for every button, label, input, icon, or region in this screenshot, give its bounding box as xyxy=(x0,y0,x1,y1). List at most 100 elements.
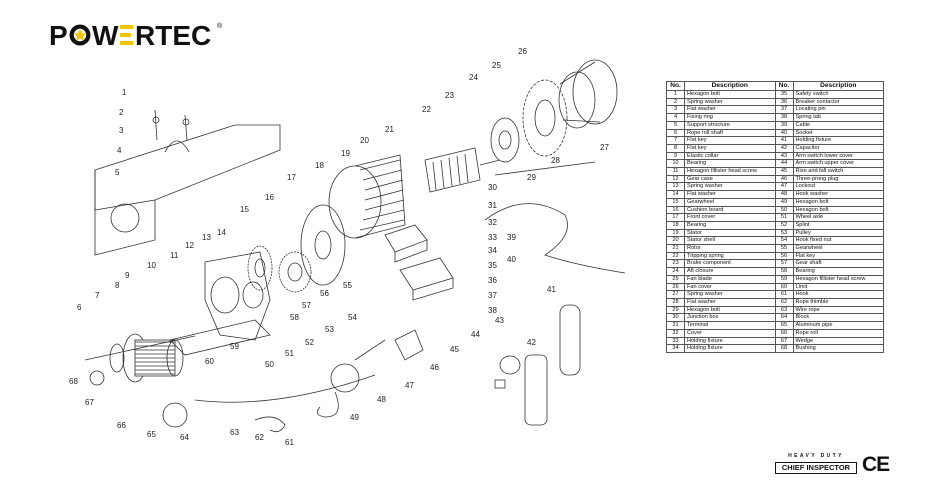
part-description-cell: Hexagon bolt xyxy=(684,90,776,99)
part-number-cell: 11 xyxy=(666,167,685,176)
fan-blade xyxy=(522,79,568,157)
callout-38: 38 xyxy=(488,306,497,315)
hexagon-bolt-29 xyxy=(494,161,596,176)
part-number-cell: 61 xyxy=(774,290,794,299)
logo-star-icon xyxy=(74,29,86,41)
callout-22: 22 xyxy=(422,105,431,114)
part-description-cell: Arm switch upper cover xyxy=(792,159,884,169)
part-description-cell: Safety switch xyxy=(792,90,884,99)
part-description-cell: Capacitor xyxy=(792,143,884,153)
header-description-right: Description xyxy=(792,81,884,91)
part-number-cell: 62 xyxy=(774,298,794,307)
part-description-cell: Cover xyxy=(684,328,776,338)
part-description-cell: Pulley xyxy=(792,228,884,238)
part-description-cell: Arm switch lower cover xyxy=(792,151,884,161)
callout-4: 4 xyxy=(117,146,122,155)
part-number-cell: 35 xyxy=(774,90,794,99)
callout-49: 49 xyxy=(350,413,359,422)
part-description-cell: Socket xyxy=(792,128,884,138)
part-number-cell: 59 xyxy=(774,274,794,284)
part-number-cell: 5 xyxy=(666,120,685,130)
part-description-cell: Holding fixture xyxy=(684,336,776,346)
part-description-cell: Bushing xyxy=(792,344,884,353)
callout-1: 1 xyxy=(122,88,127,97)
callout-19: 19 xyxy=(341,149,350,158)
callout-51: 51 xyxy=(285,349,294,358)
part-description-cell: Stator shell xyxy=(684,236,776,246)
callout-56: 56 xyxy=(320,289,329,298)
part-number-cell: 55 xyxy=(774,244,794,253)
part-number-cell: 30 xyxy=(666,313,685,323)
part-number-cell: 19 xyxy=(666,228,685,238)
part-number-cell: 12 xyxy=(666,174,685,184)
part-description-cell: Support structure xyxy=(684,120,776,130)
part-number-cell: 56 xyxy=(774,251,794,261)
callout-7: 7 xyxy=(95,291,100,300)
callout-58: 58 xyxy=(290,313,299,322)
part-number-cell: 54 xyxy=(774,236,794,246)
part-description-cell: Flat key xyxy=(684,136,776,145)
callout-63: 63 xyxy=(230,428,239,437)
part-number-cell: 58 xyxy=(774,267,794,276)
part-description-cell: Elastic collar xyxy=(684,151,776,161)
exploded-view-drawing: 1234567891011121314151617181920212223242… xyxy=(69,47,626,447)
callout-64: 64 xyxy=(180,433,189,442)
header-description-left: Description xyxy=(684,81,776,91)
part-number-cell: 1 xyxy=(666,90,685,99)
part-number-cell: 66 xyxy=(774,328,794,338)
part-description-cell: Hexagon fillister head screw xyxy=(684,167,776,176)
callout-68: 68 xyxy=(69,377,78,386)
part-number-cell: 8 xyxy=(666,143,685,153)
part-description-cell: Breaker contactor xyxy=(792,97,884,107)
callout-43: 43 xyxy=(495,316,504,325)
callout-26: 26 xyxy=(518,47,527,56)
three-prong-plug xyxy=(394,329,424,361)
part-description-cell: Front cover xyxy=(684,213,776,222)
part-description-cell: Cushion board xyxy=(684,205,776,215)
callout-45: 45 xyxy=(450,345,459,354)
block xyxy=(162,402,188,428)
callout-30: 30 xyxy=(488,183,497,192)
part-description-cell: Rope thimble xyxy=(792,298,884,307)
callout-67: 67 xyxy=(85,398,94,407)
part-number-cell: 36 xyxy=(774,97,794,107)
callout-36: 36 xyxy=(488,276,497,285)
parts-table-header: No. Description No. Description xyxy=(666,81,884,91)
callout-3: 3 xyxy=(119,126,124,135)
part-description-cell: Brake component xyxy=(684,259,776,269)
callout-65: 65 xyxy=(147,430,156,439)
part-number-cell: 13 xyxy=(666,182,685,192)
part-number-cell: 22 xyxy=(666,251,685,261)
callout-18: 18 xyxy=(315,161,324,170)
part-number-cell: 46 xyxy=(774,174,794,184)
part-number-cell: 65 xyxy=(774,321,794,330)
part-description-cell: Block xyxy=(792,313,884,323)
callout-33: 33 xyxy=(488,233,497,242)
logo-e-bar-top xyxy=(120,25,133,29)
callout-55: 55 xyxy=(343,281,352,290)
part-number-cell: 37 xyxy=(774,105,794,115)
rope-roll-assembly xyxy=(84,333,196,386)
part-number-cell: 15 xyxy=(666,197,685,207)
part-description-cell: Splint xyxy=(792,220,884,230)
part-description-cell: Flat washer xyxy=(684,298,776,307)
callout-53: 53 xyxy=(325,325,334,334)
callout-12: 12 xyxy=(185,241,194,250)
callout-59: 59 xyxy=(230,342,239,351)
part-description-cell: Gearwheel xyxy=(684,197,776,207)
callout-23: 23 xyxy=(445,91,454,100)
callout-13: 13 xyxy=(202,233,211,242)
